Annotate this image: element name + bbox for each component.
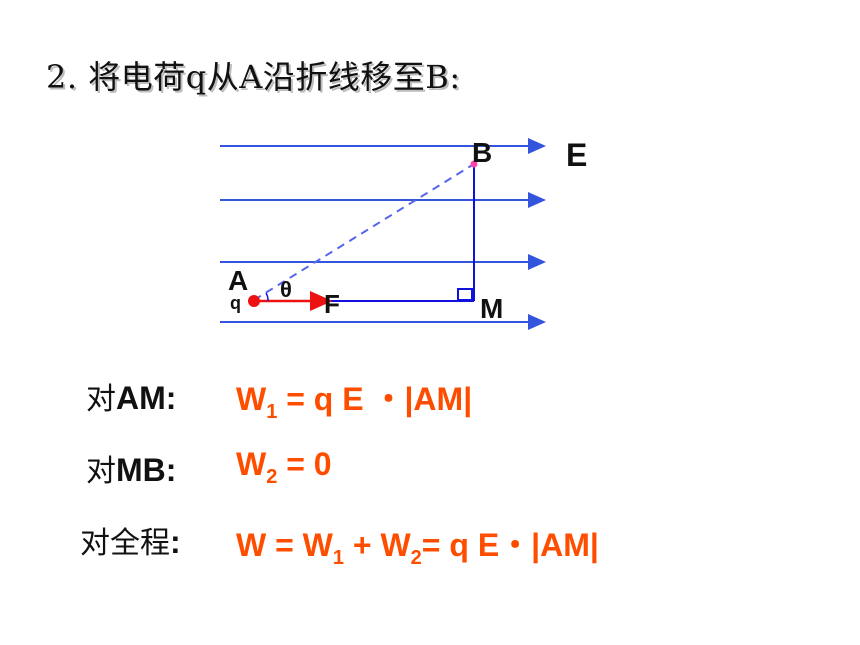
row-MB: 对MB: W2 = 0 [86, 446, 332, 490]
row-AM-segment: AM: [116, 380, 177, 416]
row-AM-formula: W1 = q E ・|AM| [236, 381, 473, 423]
point-B [470, 160, 478, 168]
right-angle-marker [457, 288, 473, 301]
label-F: F [324, 289, 340, 319]
row-total-formula: W = W1 + W2= q E・|AM| [236, 527, 599, 569]
angle-arc [265, 292, 269, 302]
row-AM: 对AM: W1 = q E ・|AM| [86, 374, 472, 423]
row-MB-segment: MB: [116, 452, 177, 488]
label-theta: θ [280, 277, 292, 302]
label-B: B [472, 137, 492, 168]
label-q: q [230, 293, 241, 313]
slide-title: 2. 将电荷q从A沿折线移至B: [46, 58, 461, 96]
row-total-segment: : [170, 524, 181, 560]
charge-q [248, 295, 260, 307]
label-E: E [566, 137, 587, 173]
row-total: 对全程: W = W1 + W2= q E・|AM| [80, 518, 599, 569]
dashed-line-AB [253, 163, 475, 301]
row-MB-prefix: 对 [86, 454, 116, 489]
row-total-prefix: 对全程 [80, 526, 170, 561]
row-MB-formula: W2 = 0 [236, 446, 332, 488]
label-M: M [480, 293, 503, 324]
row-AM-prefix: 对 [86, 382, 116, 417]
label-A: A [228, 265, 248, 296]
